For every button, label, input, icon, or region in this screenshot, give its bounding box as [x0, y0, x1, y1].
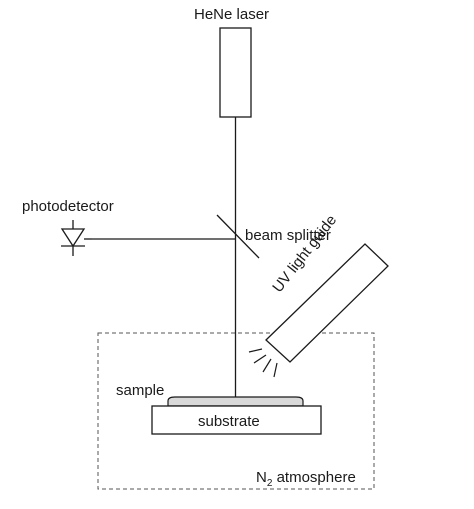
atmosphere-label: N2 atmosphere [256, 469, 356, 489]
atmosphere-prefix: N [256, 469, 267, 486]
hene-laser-box [219, 27, 252, 118]
n2-enclosure [97, 332, 375, 490]
photodetector-icon [60, 220, 92, 256]
photodetector-label: photodetector [22, 198, 114, 215]
beam-splitter-label: beam splitter [245, 227, 331, 244]
substrate-block [151, 405, 322, 435]
substrate-label: substrate [198, 413, 260, 430]
laser-label: HeNe laser [194, 6, 270, 23]
uv-rays-icon [248, 348, 278, 378]
atmosphere-subscript: 2 [266, 478, 273, 489]
beam-splitter [216, 214, 260, 259]
uv-light-guide [265, 243, 389, 363]
sample-layer [167, 396, 304, 407]
atmosphere-suffix: atmosphere [272, 469, 356, 486]
sample-label: sample [116, 382, 165, 399]
